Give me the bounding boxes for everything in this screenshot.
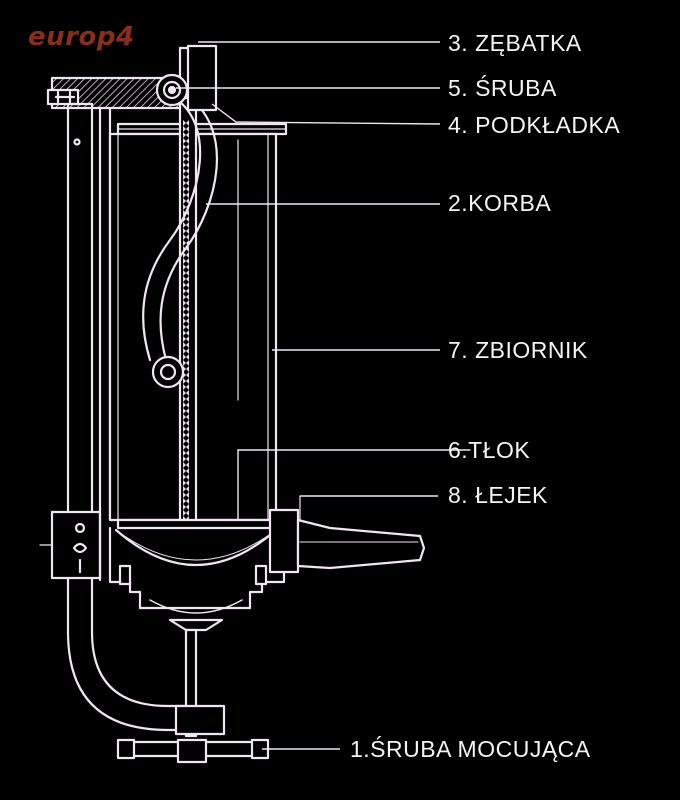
frame-column bbox=[39, 102, 188, 732]
label-tlok: 6.TŁOK bbox=[448, 437, 531, 463]
label-sruba-mocujaca: 1.ŚRUBA MOCUJĄCA bbox=[350, 736, 591, 762]
label-podkladka: 4. PODKŁADKA bbox=[448, 112, 621, 138]
washer-part bbox=[116, 122, 288, 136]
inner-frame bbox=[98, 106, 112, 582]
leader-podkladka bbox=[211, 103, 441, 125]
label-sruba: 5. ŚRUBA bbox=[448, 75, 557, 101]
label-lejek: 8. ŁEJEK bbox=[448, 482, 548, 508]
crank-handle bbox=[142, 92, 218, 389]
clamp-screw bbox=[116, 618, 270, 764]
label-zebatka: 3. ZĘBATKA bbox=[448, 30, 582, 56]
label-zbiornik: 7. ZBIORNIK bbox=[448, 337, 588, 363]
gear-hub bbox=[155, 44, 218, 112]
brand-logo: europ4 bbox=[28, 22, 135, 52]
bottom-bowl bbox=[108, 526, 286, 614]
funnel-nozzle bbox=[268, 495, 426, 574]
label-korba: 2.KORBA bbox=[448, 190, 552, 216]
